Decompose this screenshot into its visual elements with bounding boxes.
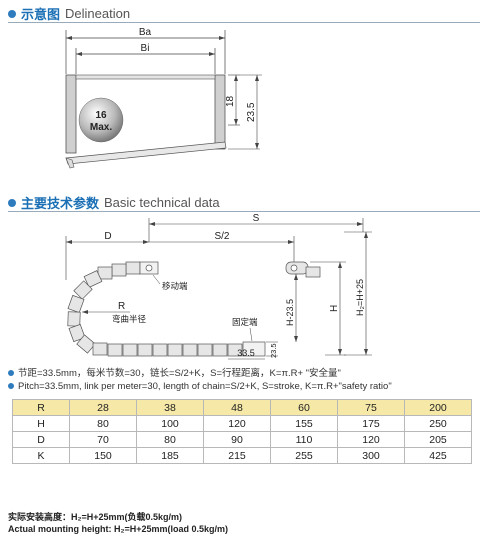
table-header-cell: R bbox=[12, 399, 70, 416]
bullet-icon bbox=[8, 370, 14, 377]
section-title-cn: 示意图 bbox=[21, 7, 61, 22]
moving-end-label: 移动端 bbox=[162, 281, 188, 291]
chain-layout-figure: S D S/2 移动端 bbox=[65, 213, 372, 360]
dim-ba-label: Ba bbox=[139, 27, 152, 38]
table-header-cell: 60 bbox=[270, 399, 338, 416]
table-header-cell: 75 bbox=[337, 399, 405, 416]
dim-h2-label: H₂=H+25 bbox=[355, 279, 365, 316]
dim-18-label: 18 bbox=[225, 95, 236, 107]
spec-table: R 28 38 48 60 75 200 H 80 100 120 155 17… bbox=[12, 399, 472, 464]
table-cell: 250 bbox=[404, 415, 472, 432]
section-title-en: Delineation bbox=[65, 6, 131, 21]
table-cell: 175 bbox=[337, 415, 405, 432]
table-cell: 185 bbox=[136, 447, 204, 464]
dim-h-label: H bbox=[329, 305, 340, 312]
dim-s-label: S bbox=[253, 213, 260, 224]
section-technical-header: 主要技术参数 Basic technical data bbox=[8, 193, 220, 212]
table-cell: 80 bbox=[136, 431, 204, 448]
footer-cn: 实际安装高度：H₂=H+25mm(负载0.5kg/m) bbox=[8, 512, 183, 522]
note-cn: 节距=33.5mm，每米节数=30，链长=S/2+K，S=行程距离，K=π.R+… bbox=[8, 365, 341, 379]
note-cn-text: 节距=33.5mm，每米节数=30，链长=S/2+K，S=行程距离，K=π.R+… bbox=[18, 368, 341, 379]
delineation-figure: Ba Bi 18 23.5 16 Max. bbox=[65, 27, 262, 169]
section-title-cn: 主要技术参数 bbox=[21, 196, 100, 211]
footer-en: Actual mounting height: H₂=H+25mm(load 0… bbox=[8, 524, 229, 534]
dim-bi-label: Bi bbox=[141, 43, 150, 54]
table-cell: 70 bbox=[69, 431, 137, 448]
table-cell: 155 bbox=[270, 415, 338, 432]
table-header-cell: 38 bbox=[136, 399, 204, 416]
table-cell: 110 bbox=[270, 431, 338, 448]
section-divider bbox=[8, 211, 480, 212]
table-row: D 70 80 90 110 120 205 bbox=[12, 431, 472, 448]
dim-d-label: D bbox=[104, 231, 111, 242]
table-cell: 120 bbox=[337, 431, 405, 448]
table-cell: 300 bbox=[337, 447, 405, 464]
ball-size-label: 16 bbox=[95, 110, 107, 121]
ball-max-label: Max. bbox=[90, 122, 112, 133]
table-cell: 205 bbox=[404, 431, 472, 448]
max-size-ball bbox=[78, 97, 124, 143]
table-header-cell: 28 bbox=[69, 399, 137, 416]
table-cell: 90 bbox=[203, 431, 271, 448]
table-cell: 425 bbox=[404, 447, 472, 464]
table-cell: D bbox=[12, 431, 70, 448]
bullet-icon bbox=[8, 383, 14, 390]
pitch-label: 33.5 bbox=[237, 348, 255, 358]
table-header-cell: 200 bbox=[404, 399, 472, 416]
table-row: K 150 185 215 255 300 425 bbox=[12, 447, 472, 464]
radius-label: R bbox=[118, 301, 125, 312]
section-delineation-header: 示意图 Delineation bbox=[8, 4, 130, 23]
table-cell: 100 bbox=[136, 415, 204, 432]
table-cell: 255 bbox=[270, 447, 338, 464]
note-en: Pitch=33.5mm, link per meter=30, length … bbox=[8, 381, 392, 392]
bullet-icon bbox=[8, 198, 16, 207]
note-en-text: Pitch=33.5mm, link per meter=30, length … bbox=[18, 381, 392, 392]
dim-s2-label: S/2 bbox=[214, 231, 229, 242]
table-cell: 80 bbox=[69, 415, 137, 432]
bend-radius-label: 弯曲半径 bbox=[112, 314, 147, 324]
table-header-row: R 28 38 48 60 75 200 bbox=[12, 399, 472, 416]
table-cell: 120 bbox=[203, 415, 271, 432]
fixed-end-label: 固定端 bbox=[232, 317, 258, 327]
table-cell: 150 bbox=[69, 447, 137, 464]
table-cell: H bbox=[12, 415, 70, 432]
section-title-en: Basic technical data bbox=[104, 195, 220, 210]
dim-h235-label: H-23.5 bbox=[285, 299, 295, 326]
table-header-cell: 48 bbox=[203, 399, 271, 416]
table-row: H 80 100 120 155 175 250 bbox=[12, 415, 472, 432]
section-divider bbox=[8, 22, 480, 23]
table-cell: K bbox=[12, 447, 70, 464]
dim-small-235-label: 23.5 bbox=[269, 343, 278, 358]
bullet-icon bbox=[8, 9, 16, 18]
dim-235-label: 23.5 bbox=[246, 102, 257, 122]
table-cell: 215 bbox=[203, 447, 271, 464]
